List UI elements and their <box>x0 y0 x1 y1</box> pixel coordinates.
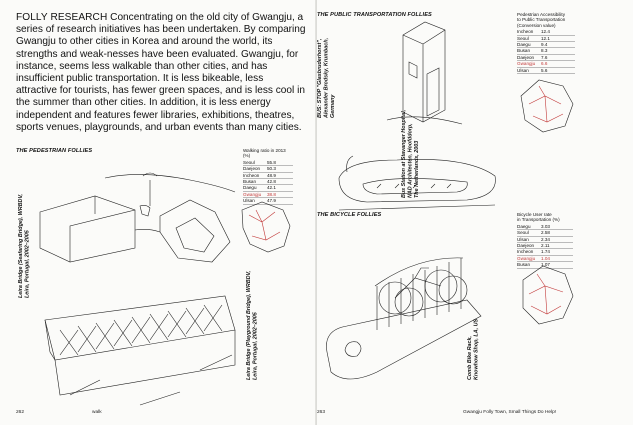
bus-stop-illustration <box>386 21 463 125</box>
book-title-footer: Gwangju Folly Town, Small Things Do Help… <box>463 410 557 415</box>
transport-table-title: Pedestrian Accessibility to Public Trans… <box>517 12 566 28</box>
right-page: THE PUBLIC TRANSPORTATION FOLLIES Pedest… <box>317 0 633 425</box>
left-page-number: 262 <box>16 410 25 415</box>
public-transport-follies-title: THE PUBLIC TRANSPORTATION FOLLIES <box>317 12 432 18</box>
transport-accessibility-table: Pedestrian Accessibility to Public Trans… <box>517 12 575 75</box>
pedestrian-follies-title: THE PEDESTRIAN FOLLIES <box>16 148 93 154</box>
bicycle-usage-table: Bicycle User rate in Transportation (%) … <box>517 212 573 269</box>
book-gutter <box>315 0 318 425</box>
left-section-label: walk <box>92 410 102 415</box>
transport-map-sketch <box>520 79 574 133</box>
bicycle-follies-title: THE BICYCLE FOLLIES <box>317 212 382 218</box>
right-page-number: 263 <box>317 410 326 415</box>
bus-station-illustration <box>338 155 496 211</box>
left-page: FOLLY RESEARCH Concentrating on the old … <box>0 0 316 425</box>
intro-paragraph: FOLLY RESEARCH Concentrating on the old … <box>16 12 306 134</box>
walking-ratio-title: Walking ratio in 2013 (%) <box>243 148 286 159</box>
bike-rack-illustration <box>326 257 482 380</box>
intro-body: Concentrating on the old city of Gwangju… <box>16 12 306 133</box>
bicycle-table-title: Bicycle User rate in Transportation (%) <box>517 212 560 223</box>
bicycle-map-sketch <box>522 265 574 325</box>
folly-research-heading: FOLLY RESEARCH <box>16 12 108 23</box>
